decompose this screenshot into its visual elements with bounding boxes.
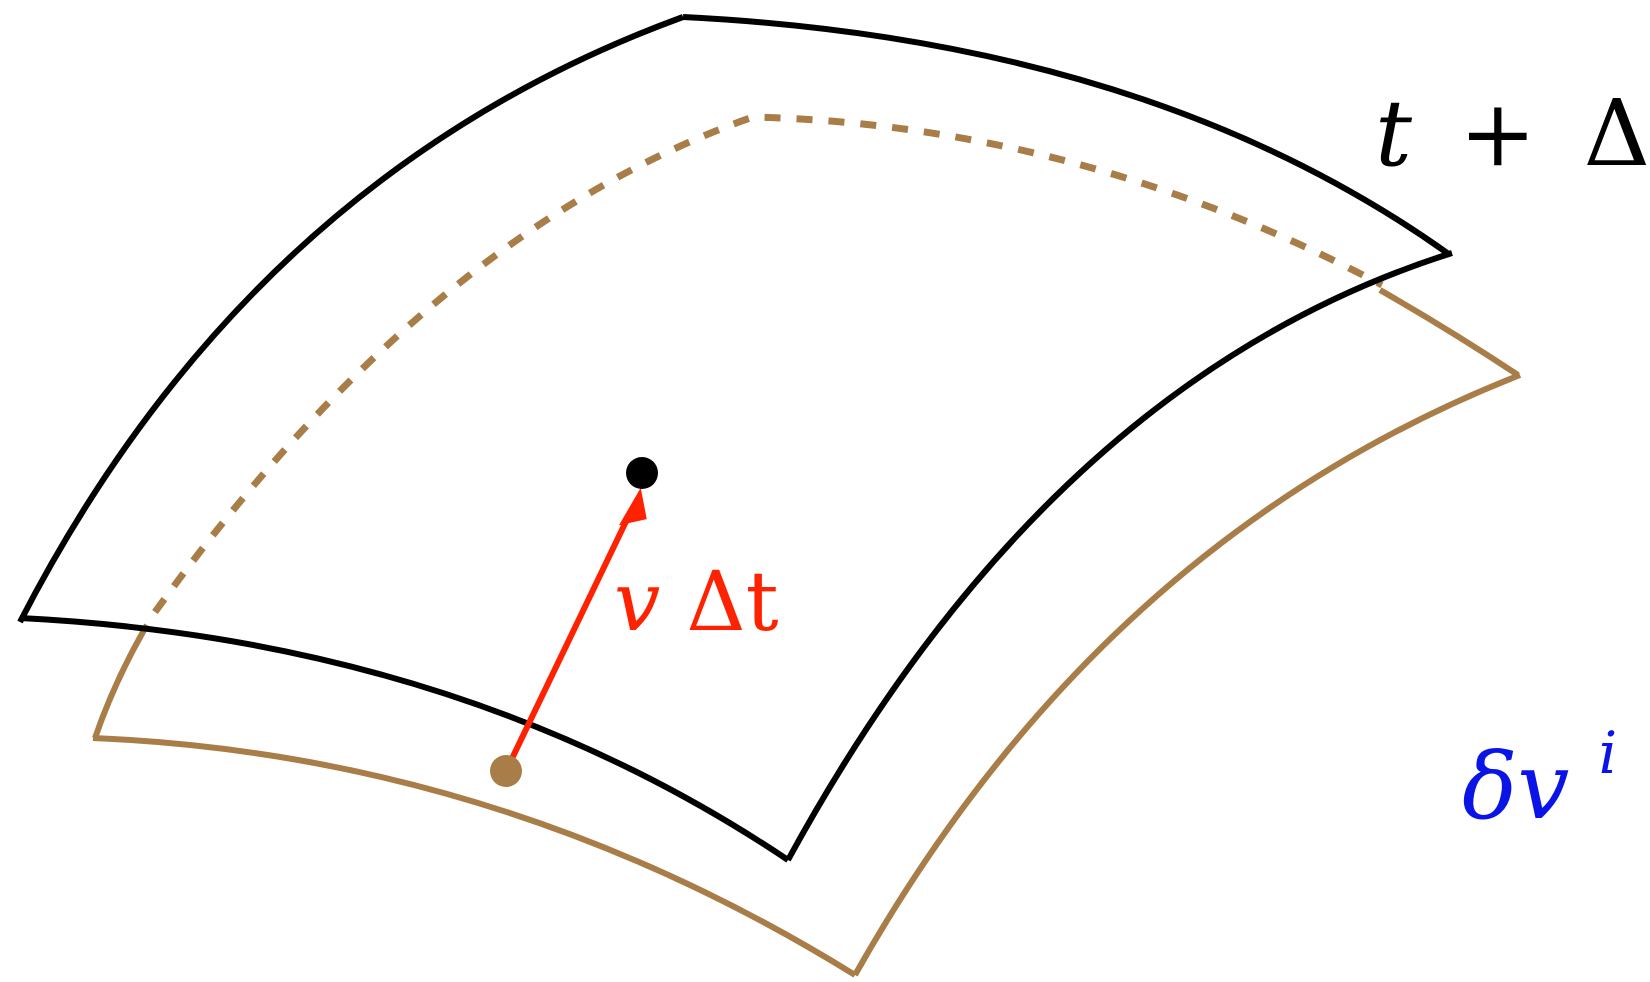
earlier-surface-back-right-edge bbox=[1378, 287, 1520, 378]
variation-label-main: δv bbox=[1462, 733, 1569, 840]
arrow-head bbox=[618, 487, 647, 526]
time-label-delta: Δt bbox=[1584, 80, 1650, 187]
earlier-surface-hidden-edge bbox=[152, 113, 1384, 615]
displacement-label: v Δt bbox=[614, 555, 779, 650]
earlier-surface-right-edge bbox=[852, 372, 1522, 977]
displacement-label-var: v bbox=[614, 555, 660, 650]
earlier-surface-left-edge bbox=[92, 623, 150, 739]
displacement-arrow bbox=[503, 487, 647, 773]
displacement-label-delta: Δt bbox=[686, 555, 778, 650]
time-label-var: t bbox=[1375, 80, 1413, 187]
earlier-hypersurface bbox=[92, 113, 1522, 978]
variation-label-superscript: i bbox=[1599, 719, 1618, 787]
time-label: t + Δt bbox=[1375, 80, 1650, 187]
variation-label: δv i = bbox=[1462, 688, 1650, 840]
later-hypersurface bbox=[17, 14, 1453, 863]
later-point bbox=[626, 457, 658, 489]
arrow-shaft bbox=[503, 507, 635, 773]
earlier-point bbox=[490, 755, 522, 787]
later-surface-right-edge bbox=[785, 250, 1453, 862]
earlier-surface-front-edge bbox=[92, 735, 857, 978]
later-surface-left-edge bbox=[17, 14, 685, 624]
later-surface-back-edge bbox=[682, 14, 1452, 258]
later-surface-front-edge bbox=[19, 615, 790, 863]
time-label-op: + bbox=[1459, 80, 1536, 187]
